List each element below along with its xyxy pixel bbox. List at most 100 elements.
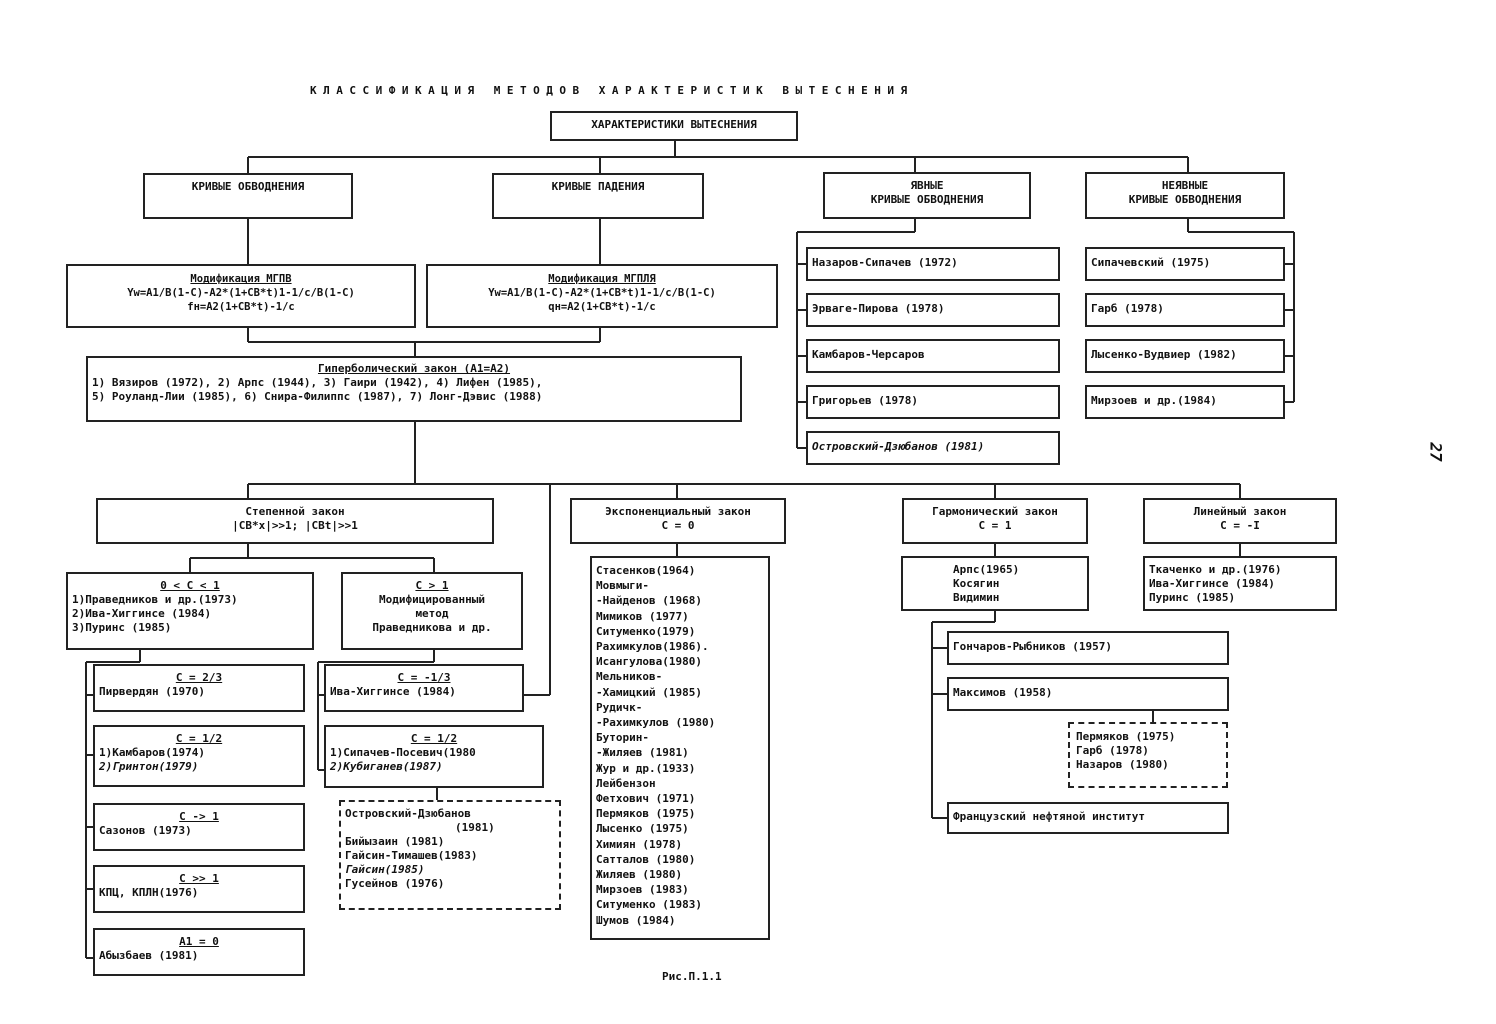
c-to-1-box: C -> 1 Сазонов (1973) xyxy=(93,803,305,851)
exp-author-4: Мимиков (1977) xyxy=(596,609,689,623)
harm-law-sub: C = 1 xyxy=(978,519,1012,532)
figure-caption: Рис.П.1.1 xyxy=(662,970,722,983)
yavn-item-5-text: Островский-Дзюбанов (1981) xyxy=(812,440,985,453)
exp-author-6: Рахимкулов(1986). xyxy=(596,640,709,654)
c-gt-1-box: C > 1 Модифицированный метод Праведников… xyxy=(341,572,523,650)
c-1-2-title: C = 1/2 xyxy=(175,732,223,745)
dashed-group-left: Островский-Дзюбанов (1981) Бийызаин (198… xyxy=(339,800,561,910)
nejav-label-2: КРИВЫЕ ОБВОДНЕНИЯ xyxy=(1128,193,1242,206)
exp-author-8: Мельников- xyxy=(596,670,663,684)
power-law-sub: |CB*x|>>1; |CBt|>>1 xyxy=(232,519,358,532)
exp-author-2: Мовмыги- xyxy=(596,579,649,593)
c-1-2-b-line-2: 2)Кубиганев(1987) xyxy=(330,760,443,773)
nejav-item-2: Гарб (1978) xyxy=(1085,293,1285,327)
c-2-3-box: C = 2/3 Пирвердян (1970) xyxy=(93,664,305,712)
root-label: ХАРАКТЕРИСТИКИ ВЫТЕСНЕНИЯ xyxy=(591,118,757,131)
mod-mgpv-title: Модификация МГПВ xyxy=(190,273,292,285)
yavn-item-4: Григорьев (1978) xyxy=(806,385,1060,419)
c-1-2-line-1: 1)Камбаров(1974) xyxy=(99,746,205,759)
c-1-2-b-title: C = 1/2 xyxy=(410,732,458,745)
exp-author-24: Шумов (1984) xyxy=(596,913,676,927)
maksimov-box: Максимов (1958) xyxy=(947,677,1229,711)
exp-author-14: Жур и др.(1933) xyxy=(596,761,696,775)
exp-law-sub: C = 0 xyxy=(661,519,695,532)
pad-label: КРИВЫЕ ПАДЕНИЯ xyxy=(551,180,645,193)
c-gt-1-title: C > 1 xyxy=(415,579,449,592)
lin-author-2: Ива-Хиггинсе (1984) xyxy=(1149,577,1275,590)
osv-label: КРИВЫЕ ОБВОДНЕНИЯ xyxy=(191,180,305,193)
lin-law-sub: C = -I xyxy=(1220,519,1260,532)
yavn-item-3: Камбаров-Черсаров xyxy=(806,339,1060,373)
exp-author-3: -Найденов (1968) xyxy=(596,594,702,608)
c-gt-1-line-1: Модифицированный xyxy=(379,593,485,606)
exp-author-23: Ситуменко (1983) xyxy=(596,898,702,912)
harm-author-3: Видимин xyxy=(953,591,1000,604)
exp-author-12: Буторин- xyxy=(596,731,649,745)
yavn-item-1: Назаров-Сипачев (1972) xyxy=(806,247,1060,281)
nejav-item-4-text: Мирзоев и др.(1984) xyxy=(1091,394,1217,407)
yavn-label-1: ЯВНЫЕ xyxy=(910,179,944,192)
c-minus-1-3-title: C = -1/3 xyxy=(397,671,451,684)
lin-authors-box: Ткаченко и др.(1976) Ива-Хиггинсе (1984)… xyxy=(1143,556,1337,611)
yavn-label-2: КРИВЫЕ ОБВОДНЕНИЯ xyxy=(870,193,984,206)
mod-mgpla-line-2: qн=A2(1+CB*t)-1/c xyxy=(548,301,656,313)
exp-author-13: -Жиляев (1981) xyxy=(596,746,689,760)
c-gg-1-line-1: КПЦ, КПЛН(1976) xyxy=(99,886,199,899)
exp-law-title: Экспоненциальный закон xyxy=(605,505,751,518)
dashed-right-line-2: Гарб (1978) xyxy=(1076,744,1149,757)
french-institute-box: Французский нефтяной институт xyxy=(947,802,1229,834)
power-law-title: Степенной закон xyxy=(245,505,345,518)
c-gg-1-box: C >> 1 КПЦ, КПЛН(1976) xyxy=(93,865,305,913)
nejav-box: НЕЯВНЫЕ КРИВЫЕ ОБВОДНЕНИЯ xyxy=(1085,172,1285,219)
exp-author-10: Рудичк- xyxy=(596,700,643,714)
c-0-1-line-2: 2)Ива-Хиггинсе (1984) xyxy=(72,607,212,620)
exp-author-20: Сатталов (1980) xyxy=(596,852,696,866)
hyperbolic-line-2: 5) Роуланд-Лии (1985), 6) Снира-Филиппс … xyxy=(92,390,543,403)
mod-mgpv-box: Модификация МГПВ Yw=A1/B(1-C)-A2*(1+CB*t… xyxy=(66,264,416,328)
exp-author-16: Фетхович (1971) xyxy=(596,792,696,806)
c-1-2-b-box: C = 1/2 1)Сипачев-Посевич(1980 2)Кубиган… xyxy=(324,725,544,788)
hyperbolic-title: Гиперболический закон (A1=A2) xyxy=(317,362,511,375)
exp-author-1: Стасенков(1964) xyxy=(596,564,696,577)
goncharov-box: Гончаров-Рыбников (1957) xyxy=(947,631,1229,665)
lin-law-title: Линейный закон xyxy=(1193,505,1287,518)
dashed-right-line-3: Назаров (1980) xyxy=(1076,758,1169,771)
mod-mgpla-title: Модификация МГПЛЯ xyxy=(548,273,656,285)
c-to-1-title: C -> 1 xyxy=(179,810,219,823)
dashed-left-line-2: (1981) xyxy=(455,821,495,834)
power-law-box: Степенной закон |CB*x|>>1; |CBt|>>1 xyxy=(96,498,494,544)
c-0-1-line-3: 3)Пуринс (1985) xyxy=(72,621,172,634)
exp-author-11: -Рахимкулов (1980) xyxy=(596,716,716,730)
osv-box: КРИВЫЕ ОБВОДНЕНИЯ xyxy=(143,173,353,219)
maksimov-text: Максимов (1958) xyxy=(953,686,1053,699)
exp-author-15: Лейбензон xyxy=(596,776,656,790)
exp-author-9: -Хамицкий (1985) xyxy=(596,685,702,699)
exp-author-5: Ситуменко(1979) xyxy=(596,624,696,638)
mod-mgpla-box: Модификация МГПЛЯ Yw=A1/B(1-C)-A2*(1+CB*… xyxy=(426,264,778,328)
c-1-2-box: C = 1/2 1)Камбаров(1974) 2)Гринтон(1979) xyxy=(93,725,305,787)
goncharov-text: Гончаров-Рыбников (1957) xyxy=(953,640,1112,653)
c-1-2-b-line-1: 1)Сипачев-Посевич(1980 xyxy=(330,746,476,759)
exp-law-box: Экспоненциальный закон C = 0 xyxy=(570,498,786,544)
nejav-item-4: Мирзоев и др.(1984) xyxy=(1085,385,1285,419)
harm-author-2: Косягин xyxy=(953,577,1000,590)
hyperbolic-law-box: Гиперболический закон (A1=A2) 1) Вязиров… xyxy=(86,356,742,422)
c-0-1-line-1: 1)Праведников и др.(1973) xyxy=(72,593,238,606)
dashed-left-line-1: Островский-Дзюбанов xyxy=(345,807,471,820)
dashed-left-line-5: Гайсин(1985) xyxy=(345,863,425,876)
yavn-item-2-text: Эрваге-Пирова (1978) xyxy=(812,302,945,315)
nejav-item-3: Лысенко-Вудвиер (1982) xyxy=(1085,339,1285,373)
c-to-1-line-1: Сазонов (1973) xyxy=(99,824,192,837)
lin-author-1: Ткаченко и др.(1976) xyxy=(1149,563,1282,576)
a1-0-box: A1 = 0 Абызбаев (1981) xyxy=(93,928,305,976)
yavn-item-2: Эрваге-Пирова (1978) xyxy=(806,293,1060,327)
c-minus-1-3-box: C = -1/3 Ива-Хиггинсе (1984) xyxy=(324,664,524,712)
nejav-item-1-text: Сипачевский (1975) xyxy=(1091,256,1211,269)
c-0-1-box: 0 < C < 1 1)Праведников и др.(1973) 2)Ив… xyxy=(66,572,314,650)
c-0-1-title: 0 < C < 1 xyxy=(160,579,220,592)
page-number: 27 xyxy=(1426,442,1446,462)
exp-author-17: Пермяков (1975) xyxy=(596,807,696,821)
c-2-3-line-1: Пирвердян (1970) xyxy=(99,685,205,698)
harm-law-box: Гармонический закон C = 1 xyxy=(902,498,1088,544)
yavn-item-4-text: Григорьев (1978) xyxy=(812,394,918,407)
